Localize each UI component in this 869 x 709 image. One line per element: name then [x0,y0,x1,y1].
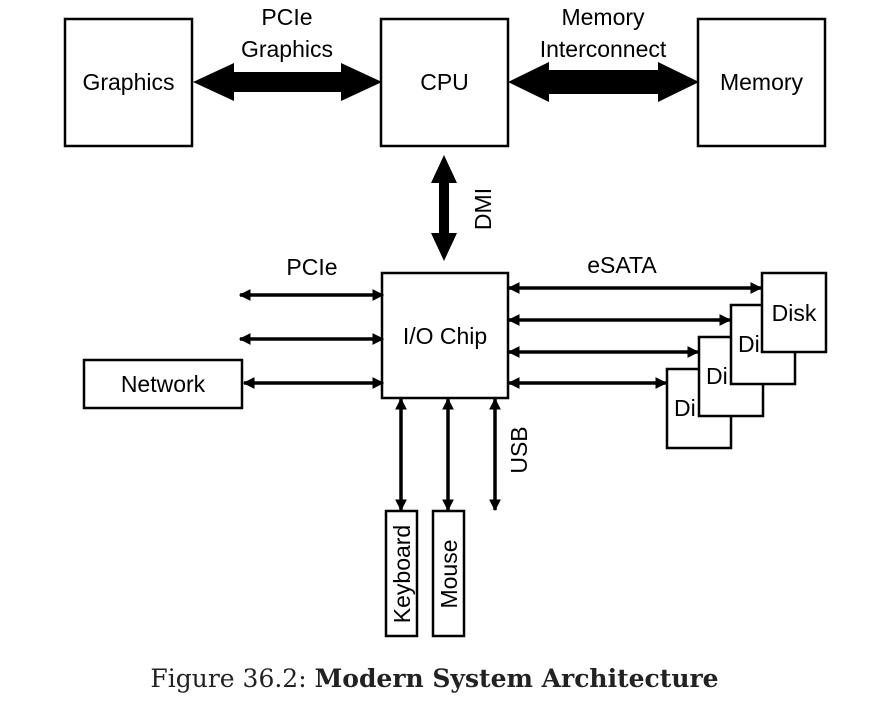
memory-box: Memory [696,17,827,148]
dmi-arrow [431,155,457,261]
network-label: Network [121,371,206,397]
network-box: Network [82,358,244,410]
disk-3-label: Di [706,363,728,389]
io-chip-box: I/O Chip [380,271,510,400]
disk-stack: Di Di Di Disk [665,271,828,450]
graphics-label: Graphics [82,69,174,95]
dmi-label: DMI [470,188,496,230]
graphics-box: Graphics [63,17,194,148]
pcie-label: PCIe [286,254,337,280]
caption-prefix: Figure 36.2: [150,664,315,693]
cpu-label: CPU [420,69,469,95]
pcie-graphics-arrow [193,63,382,101]
memory-interconnect-label-line1: Memory [561,4,645,30]
figure-caption: Figure 36.2: Modern System Architecture [0,664,869,693]
disk-1-label: Disk [772,300,817,326]
mouse-box: Mouse [431,509,466,638]
keyboard-box: Keyboard [384,509,419,638]
disk-1: Disk [760,271,828,354]
pcie-graphics-label-line1: PCIe [261,4,312,30]
disk-2-label: Di [738,331,760,357]
keyboard-label: Keyboard [389,525,415,623]
memory-interconnect-label-line2: Interconnect [540,36,667,62]
pcie-graphics-label-line2: Graphics [241,36,333,62]
memory-interconnect-arrow [508,62,699,102]
caption-title: Modern System Architecture [314,664,719,693]
memory-label: Memory [720,69,804,95]
io-chip-label: I/O Chip [403,323,487,349]
cpu-box: CPU [379,17,510,148]
mouse-label: Mouse [436,539,462,608]
esata-label: eSATA [587,252,657,278]
usb-label: USB [506,426,532,473]
disk-4-label: Di [674,395,696,421]
